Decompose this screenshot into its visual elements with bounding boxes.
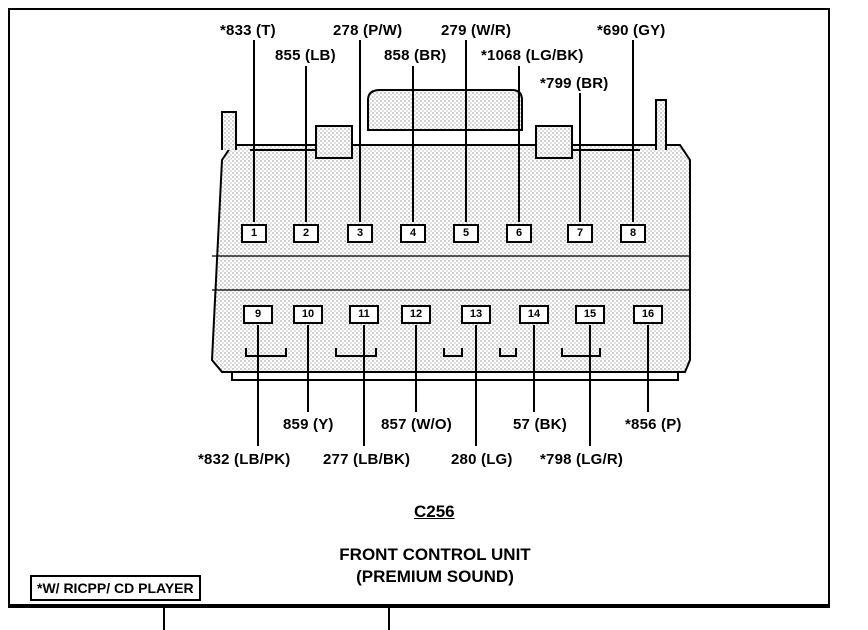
wire-leaders [253, 40, 649, 446]
pin-15: 15 [575, 305, 605, 324]
pin-1: 1 [241, 224, 267, 243]
pin-8: 8 [620, 224, 646, 243]
connector-title-line2: (PREMIUM SOUND) [356, 567, 514, 586]
pin-16: 16 [633, 305, 663, 324]
circuit-label-pin-4: 858 (BR) [384, 47, 447, 64]
pin-11: 11 [349, 305, 379, 324]
circuit-label-pin-1: *833 (T) [220, 22, 276, 39]
circuit-label-pin-5: 279 (W/R) [441, 22, 512, 39]
pin-10: 10 [293, 305, 323, 324]
pin-5: 5 [453, 224, 479, 243]
pin-6: 6 [506, 224, 532, 243]
table-column-divider [388, 606, 390, 630]
circuit-label-pin-3: 278 (P/W) [333, 22, 403, 39]
pin-2: 2 [293, 224, 319, 243]
connector-title-line1: FRONT CONTROL UNIT [339, 545, 531, 564]
pin-4: 4 [400, 224, 426, 243]
circuit-label-pin-11: 277 (LB/BK) [323, 451, 411, 468]
circuit-label-pin-12: 857 (W/O) [381, 416, 452, 433]
circuit-label-pin-15: *798 (LG/R) [540, 451, 624, 468]
table-divider [8, 604, 830, 606]
table-column-divider [163, 606, 165, 630]
circuit-label-pin-16: *856 (P) [625, 416, 682, 433]
circuit-label-pin-10: 859 (Y) [283, 416, 334, 433]
pin-9: 9 [243, 305, 273, 324]
connector-body [210, 89, 691, 381]
option-note: *W/ RICPP/ CD PLAYER [30, 575, 201, 601]
pin-13: 13 [461, 305, 491, 324]
circuit-label-pin-13: 280 (LG) [451, 451, 513, 468]
circuit-label-pin-2: 855 (LB) [275, 47, 336, 64]
pin-3: 3 [347, 224, 373, 243]
pin-12: 12 [401, 305, 431, 324]
connector-id: C256 [414, 502, 455, 521]
pin-14: 14 [519, 305, 549, 324]
diagram-frame [8, 8, 830, 608]
circuit-label-pin-8: *690 (GY) [597, 22, 666, 39]
connector-title: FRONT CONTROL UNIT (PREMIUM SOUND) [300, 544, 570, 588]
pin-7: 7 [567, 224, 593, 243]
circuit-label-pin-9: *832 (LB/PK) [198, 451, 291, 468]
circuit-label-pin-6: *1068 (LG/BK) [481, 47, 584, 64]
circuit-label-pin-7: *799 (BR) [540, 75, 609, 92]
circuit-label-pin-14: 57 (BK) [513, 416, 567, 433]
